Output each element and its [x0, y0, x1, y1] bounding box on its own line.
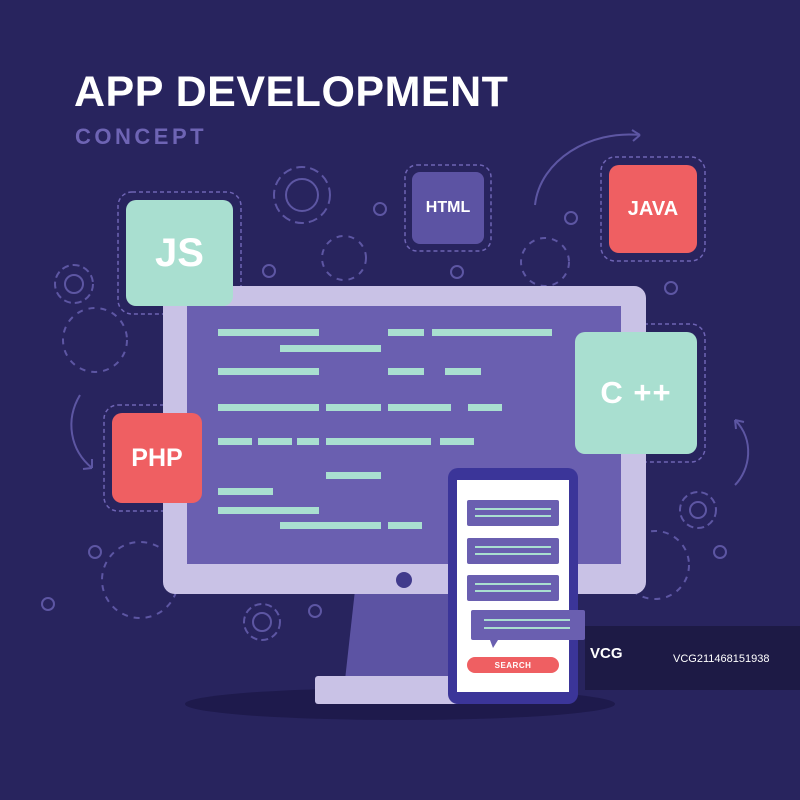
gear-icon — [62, 307, 128, 373]
code-line — [218, 404, 319, 411]
power-button — [396, 572, 412, 588]
circle-icon — [41, 597, 55, 611]
gear-icon — [321, 235, 367, 281]
circle-icon — [88, 545, 102, 559]
gear-icon — [54, 264, 94, 304]
circle-icon — [262, 264, 276, 278]
circle-icon — [450, 265, 464, 279]
gear-icon — [273, 166, 331, 224]
gear-icon — [620, 530, 690, 600]
page-title: APP DEVELOPMENT — [74, 68, 509, 116]
code-line — [445, 368, 481, 375]
gear-icon — [520, 237, 570, 287]
monitor-base — [315, 676, 485, 704]
monitor-stand — [345, 590, 460, 680]
code-line — [218, 438, 252, 445]
tile-html: HTML — [412, 172, 484, 244]
curved-arrow-icon — [734, 419, 750, 486]
tile-js: JS — [126, 200, 233, 306]
page-subtitle: CONCEPT — [75, 124, 208, 149]
message-bubble — [467, 538, 559, 564]
tile-java: JAVA — [609, 165, 697, 253]
search-button — [467, 657, 559, 673]
circle-icon — [713, 545, 727, 559]
message-bubble — [467, 575, 559, 601]
watermark-id: VCG211468151938 — [673, 653, 770, 665]
search-button-label: SEARCH — [494, 660, 532, 670]
background-decorations — [41, 129, 750, 641]
watermark-strip — [585, 626, 800, 690]
curved-arrow-icon — [82, 459, 93, 470]
tile-php: PHP — [112, 413, 202, 503]
code-line — [280, 522, 381, 529]
code-line — [326, 438, 431, 445]
code-line — [297, 438, 319, 445]
curved-arrow-icon — [70, 394, 93, 469]
gear-icon — [243, 603, 281, 641]
code-line — [326, 472, 381, 479]
circle-icon — [373, 202, 387, 216]
code-line — [218, 329, 319, 336]
circle-icon — [664, 281, 678, 295]
curved-arrow-icon — [631, 129, 641, 142]
code-line — [440, 438, 474, 445]
tile-cpp: C ++ — [575, 332, 697, 454]
code-line — [326, 404, 381, 411]
curved-arrow-icon — [534, 133, 641, 206]
code-line — [218, 368, 319, 375]
circle-icon — [308, 604, 322, 618]
code-line — [388, 329, 424, 336]
code-line — [432, 329, 552, 336]
gear-icon — [679, 491, 717, 529]
code-line — [280, 345, 381, 352]
phone-messages — [467, 500, 585, 648]
message-bubble — [471, 610, 585, 640]
code-line — [388, 522, 422, 529]
circle-icon — [564, 211, 578, 225]
code-line — [218, 507, 319, 514]
code-line — [388, 404, 451, 411]
code-lines — [218, 329, 552, 529]
watermark-logo: VCG — [590, 645, 623, 662]
code-line — [468, 404, 502, 411]
code-line — [388, 368, 424, 375]
code-line — [258, 438, 292, 445]
curved-arrow-icon — [734, 419, 745, 430]
code-line — [218, 488, 273, 495]
message-bubble — [467, 500, 559, 526]
